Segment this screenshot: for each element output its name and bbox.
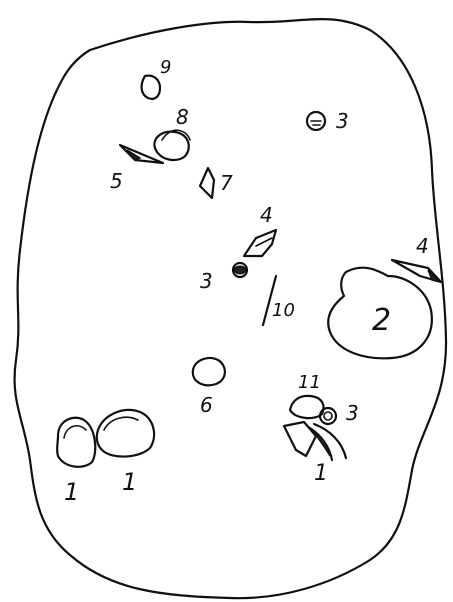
label-9: 9: [160, 57, 171, 78]
item-4-mid-shape: [244, 230, 276, 256]
item-3-mid-fill: [234, 266, 246, 274]
item-11-shape: [290, 396, 324, 418]
label-1-b: 1: [122, 468, 137, 496]
item-3-low-inner: [324, 412, 332, 420]
label-2: 2: [372, 303, 391, 338]
item-3-low-shape: [320, 408, 336, 424]
label-4-mid: 4: [260, 203, 273, 227]
label-3-low: 3: [346, 401, 359, 425]
item-4-right-fill: [428, 270, 440, 282]
label-3-mid: 3: [200, 269, 213, 293]
label-1-low: 1: [314, 461, 328, 486]
label-1-a: 1: [64, 478, 79, 506]
label-10: 10: [272, 300, 295, 321]
label-6: 6: [200, 393, 213, 417]
item-9-shape: [142, 76, 160, 99]
item-5-shape: [120, 145, 163, 163]
label-3-top: 3: [336, 109, 349, 133]
label-5: 5: [110, 169, 123, 193]
item-6-shape: [193, 358, 225, 385]
label-7: 7: [220, 171, 233, 195]
item-3-top-detail: [311, 121, 321, 125]
item-8-shape: [154, 132, 188, 160]
label-4-right: 4: [416, 234, 429, 258]
label-8: 8: [176, 105, 189, 129]
item-1-low-shape: [284, 422, 316, 456]
item-1-a-inner: [64, 426, 86, 438]
item-4-mid-inner: [256, 238, 272, 246]
item-1-b-inner: [104, 417, 138, 430]
item-1-low-curve-c: [312, 430, 330, 456]
label-11: 11: [298, 372, 321, 393]
item-7-shape: [200, 168, 214, 198]
